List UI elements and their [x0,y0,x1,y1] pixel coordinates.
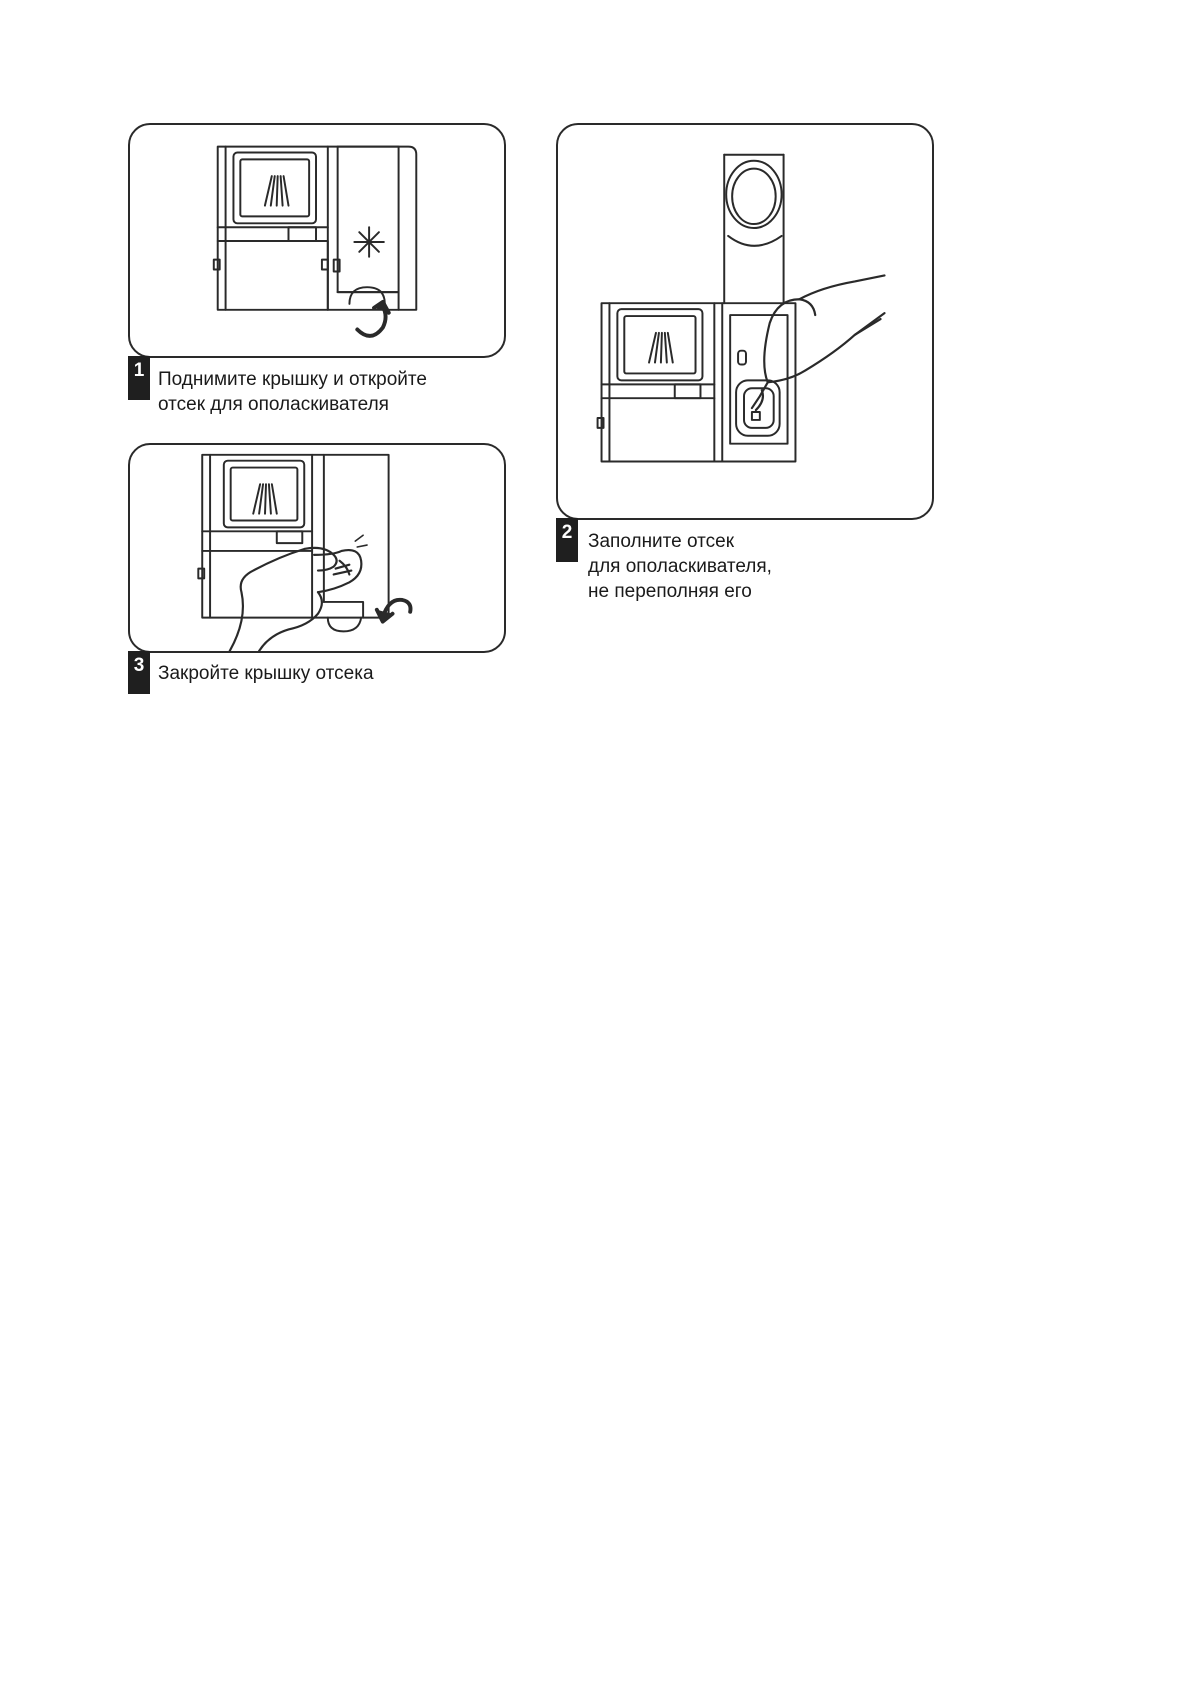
step-2-caption-line: Заполните отсек [588,531,735,552]
step-1-caption-line: Поднимите крышку и откройте [158,369,427,390]
step-2-caption: Заполните отсек для ополаскивателя, не п… [588,529,928,604]
hand-icon [228,546,363,651]
step-1-caption: Поднимите крышку и откройте отсек для оп… [158,367,498,417]
step-3-caption: Закройте крышку отсека [158,661,498,686]
step-2-caption-line: не переполняя его [588,581,752,602]
sparkle-icon [354,534,368,548]
step-3-number-badge: 3 [128,651,150,694]
step-3-illustration-panel [128,443,506,653]
step-2-number-badge: 2 [556,518,578,562]
dispenser-open-lid-icon [212,145,418,338]
curved-arrow-down-icon [374,597,413,624]
step-1-number-badge: 1 [128,356,150,400]
step-2-illustration-panel [556,123,934,520]
step-3-caption-line: Закройте крышку отсека [158,663,374,684]
bottle-icon [750,274,886,412]
curved-arrow-up-icon [355,299,391,338]
step-2-caption-line: для ополаскивателя, [588,556,772,577]
step-1-illustration-panel [128,123,506,358]
sparkle-icon [353,226,385,258]
dispenser-fill-bottle-icon [596,153,886,463]
dispenser-close-lid-icon [197,453,413,651]
step-1-caption-line: отсек для ополаскивателя [158,394,389,415]
